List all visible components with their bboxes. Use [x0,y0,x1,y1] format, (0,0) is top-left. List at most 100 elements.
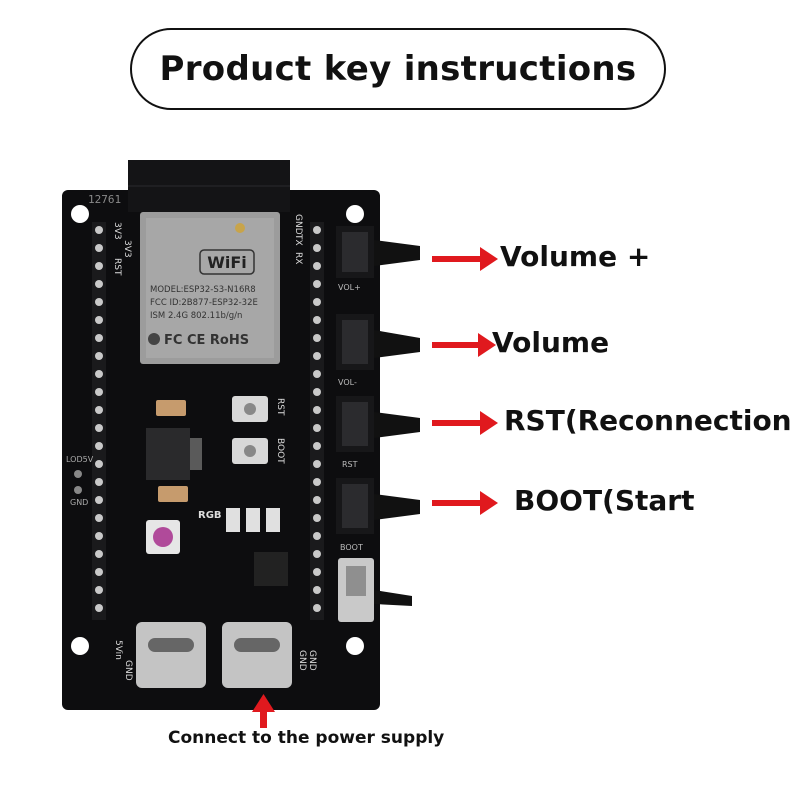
header-pin [313,262,321,270]
button-label-boot: BOOT [340,543,363,552]
header-pin [95,280,103,288]
label-volume-plus: Volume + [500,240,651,273]
header-pin [95,352,103,360]
header-pin [95,388,103,396]
page-title: Product key instructions [159,49,637,89]
header-pin [313,550,321,558]
mount-hole-icon [71,637,89,655]
header-pin [313,352,321,360]
header-pin [95,496,103,504]
bottom-label-gnd-c: GND [307,650,317,671]
header-pin [313,496,321,504]
header-pin [95,262,103,270]
button-label-volminus: VOL- [338,378,357,387]
arrow-right-icon [432,247,498,271]
header-pin [95,334,103,342]
header-pin [313,388,321,396]
arrow-right-icon [432,333,496,357]
arrow-up-icon [252,694,275,728]
bluetooth-icon [148,333,160,345]
onboard-label-boot: BOOT [275,438,285,464]
power-supply-caption: Connect to the power supply [168,728,445,748]
pin-label-3v3: 3V3 [112,222,122,240]
capacitor [156,400,186,416]
bottom-label-5vin: 5Vin [113,640,123,660]
header-pin [95,298,103,306]
header-pin [313,334,321,342]
header-pin [95,586,103,594]
header-pin [95,460,103,468]
usb-c-port-left [136,622,206,688]
mount-hole-icon [346,205,364,223]
header-pin [313,604,321,612]
header-pin [313,514,321,522]
label-volume: Volume [492,326,610,359]
edge-label-lod5v: LOD5V [66,455,94,464]
capacitor [158,486,188,502]
header-pin [95,244,103,252]
header-pin [95,604,103,612]
header-pin [95,550,103,558]
usb-bridge-chip [254,552,288,586]
arrow-right-icon [432,411,498,435]
pin-label-gnd: GND [293,214,303,235]
header-pin [95,406,103,414]
button-volume [336,314,420,370]
header-pin [313,226,321,234]
header-pin [313,478,321,486]
header-pin [95,316,103,324]
button-label-volplus: VOL+ [338,283,361,292]
bottom-label-gnd: GND [123,660,133,681]
button-boot [336,478,420,534]
header-pin [313,244,321,252]
header-pin [313,568,321,576]
button-volume-plus [336,226,420,278]
header-pin [95,226,103,234]
title-pill: Product key instructions [130,28,666,110]
header-pin [313,298,321,306]
header-pin [313,586,321,594]
ufl-connector [235,223,245,233]
arrow-right-icon [432,491,498,515]
label-boot: BOOT(Start [514,484,695,517]
button-label-rst: RST [342,460,358,469]
edge-label-gnd: GND [70,498,88,507]
onboard-label-rst: RST [275,398,285,416]
header-pin [313,424,321,432]
onboard-label-rgb: RGB [198,510,222,521]
header-pin [95,424,103,432]
module-line-3: ISM 2.4G 802.11b/g/n [150,311,242,321]
header-pin [313,280,321,288]
header-pin [95,532,103,540]
cert-marks: FC CE RoHS [164,333,249,348]
label-rst: RST(Reconnection [504,404,792,437]
header-pin [95,478,103,486]
usb-c-port-right [222,622,292,688]
header-pin [313,532,321,540]
module-line-2: FCC ID:2B877-ESP32-32E [150,298,258,308]
bottom-label-gnd-b: GND [297,650,307,671]
button-rst [336,396,420,452]
module-line-1: MODEL:ESP32-S3-N16R8 [150,285,256,295]
slide-switch [338,558,412,622]
mount-hole-icon [71,205,89,223]
serial-number: 12761 [88,193,121,206]
header-pin [313,316,321,324]
pin-label-rst: RST [112,258,122,276]
wifi-logo-text: WiFi [207,253,247,272]
wifi-logo [199,249,255,275]
pin-label-3v3-b: 3V3 [122,240,132,258]
header-pin [313,460,321,468]
header-pin [313,406,321,414]
pin-label-rx: RX [293,252,303,264]
header-pin [95,514,103,522]
mount-hole-icon [346,637,364,655]
pin-label-tx: TX [293,233,303,246]
header-pin [95,568,103,576]
header-pin [313,370,321,378]
voltage-regulator [146,428,190,480]
header-pin [95,442,103,450]
header-pin [95,370,103,378]
header-pin [313,442,321,450]
